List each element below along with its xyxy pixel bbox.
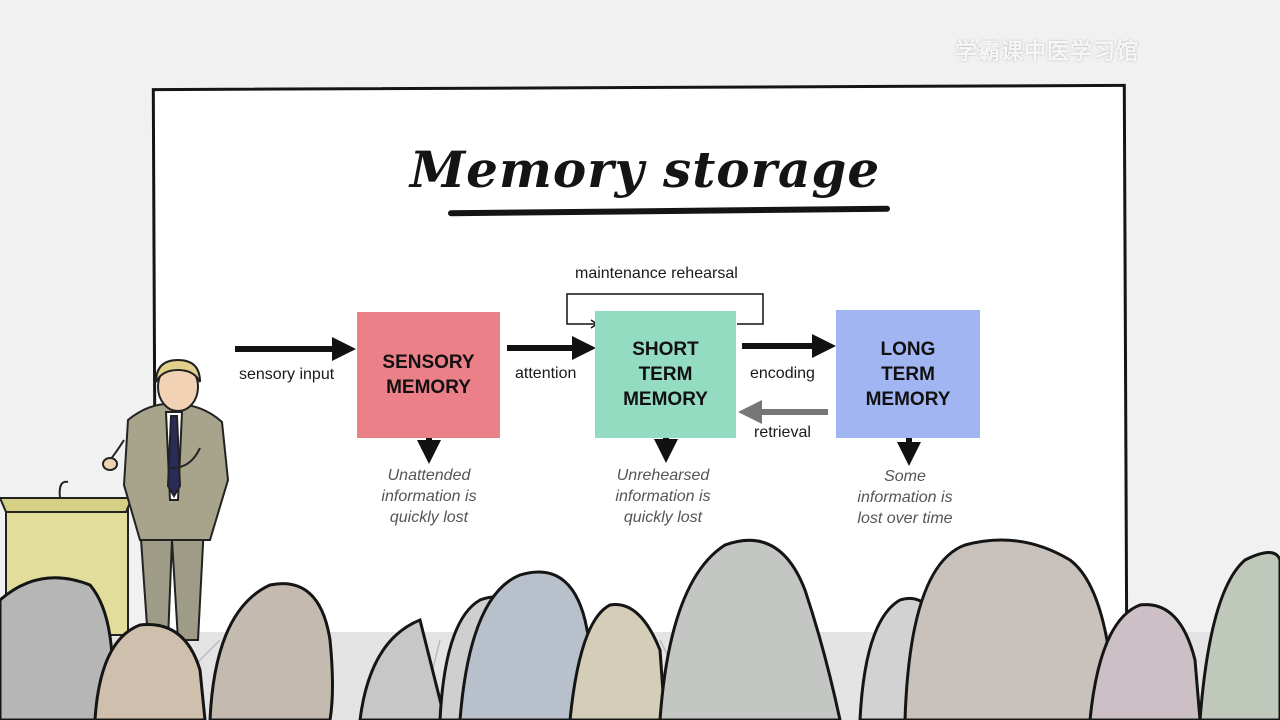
sensory-memory-box: SENSORY MEMORY (357, 312, 500, 438)
audience-heads (0, 538, 1280, 720)
sensory-input-label: sensory input (239, 366, 335, 383)
slide-title: Memory storage (409, 140, 881, 199)
retrieval-label: retrieval (754, 424, 811, 441)
long-term-memory-label: LONG (880, 338, 936, 360)
long-term-memory-label: MEMORY (865, 388, 951, 410)
lecturer-figure (102, 358, 230, 641)
long-term-note: Some information is lost over time (830, 466, 980, 529)
note-line: Some (884, 468, 926, 485)
note-line: Unattended (387, 467, 471, 484)
short-term-memory-box: SHORT TERM MEMORY (595, 311, 736, 438)
note-line: information is (615, 488, 711, 505)
note-line: information is (857, 489, 953, 506)
maintenance-rehearsal-label: maintenance rehearsal (575, 265, 738, 282)
note-line: quickly lost (623, 509, 703, 526)
short-term-memory-label: TERM (638, 364, 693, 385)
note-line: information is (381, 488, 477, 505)
short-term-note: Unrehearsed information is quickly lost (588, 465, 738, 528)
long-term-memory-label: TERM (881, 363, 935, 385)
attention-label: attention (515, 365, 577, 382)
long-term-memory-box: LONG TERM MEMORY (836, 310, 980, 438)
note-line: quickly lost (389, 509, 469, 526)
sensory-memory-label: SENSORY (382, 352, 475, 373)
note-line: lost over time (857, 510, 953, 527)
sensory-note: Unattended information is quickly lost (354, 465, 504, 528)
encoding-label: encoding (750, 365, 815, 382)
watermark-text: 学霸课中医学习馆 (955, 39, 1140, 64)
sensory-memory-label: MEMORY (386, 377, 471, 398)
maintenance-rehearsal-loop (566, 293, 764, 325)
short-term-memory-label: SHORT (632, 339, 699, 360)
note-line: Unrehearsed (616, 467, 710, 484)
short-term-memory-label: MEMORY (623, 389, 708, 410)
